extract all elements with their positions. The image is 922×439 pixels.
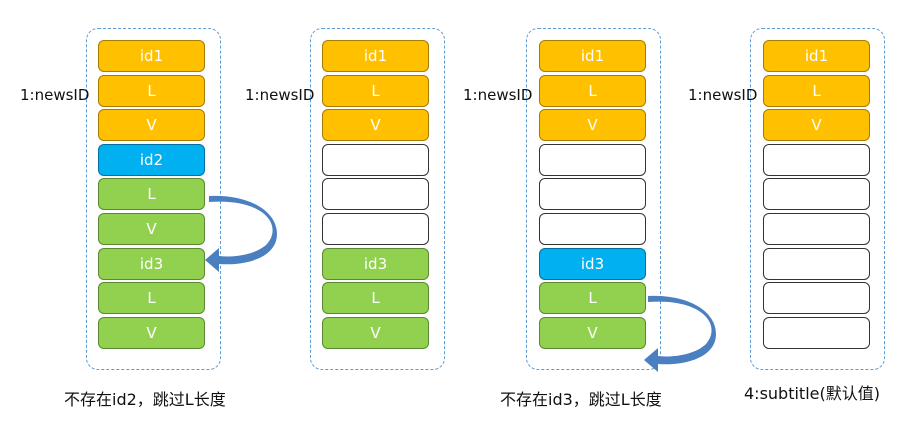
- tlv-cell: id1: [98, 40, 205, 72]
- tlv-cell: L: [98, 178, 205, 211]
- caption-col-3: 不存在id3，跳过L长度: [500, 390, 662, 409]
- tlv-cell: [322, 213, 429, 245]
- tlv-cell: V: [322, 109, 429, 142]
- skip-arrow-2-shape: [644, 295, 716, 372]
- tlv-cell: id3: [322, 247, 429, 280]
- side-label-col-1: 1:newsID: [20, 86, 90, 104]
- side-label-col-4: 1:newsID: [688, 86, 758, 104]
- tlv-cell: L: [763, 74, 870, 107]
- side-label-col-2: 1:newsID: [245, 86, 315, 104]
- tlv-cell: [763, 178, 870, 211]
- tlv-cell: V: [539, 109, 646, 142]
- tlv-cell: [763, 143, 870, 176]
- side-label-col-3: 1:newsID: [463, 86, 533, 104]
- tlv-cell: id1: [322, 40, 429, 72]
- tlv-cell: V: [98, 316, 205, 349]
- tlv-cell: V: [98, 109, 205, 142]
- tlv-cell: L: [98, 74, 205, 107]
- tlv-column-2: [310, 28, 445, 370]
- tlv-cell: L: [322, 74, 429, 107]
- tlv-cell: id3: [98, 247, 205, 280]
- skip-arrow-2: [644, 295, 716, 372]
- tlv-cell: L: [322, 282, 429, 315]
- tlv-cell: L: [539, 74, 646, 107]
- tlv-cell: id3: [539, 247, 646, 280]
- caption-col-1: 不存在id2，跳过L长度: [64, 390, 226, 409]
- tlv-column-3: [526, 28, 661, 370]
- tlv-cell: [763, 213, 870, 245]
- tlv-cell: id1: [539, 40, 646, 72]
- tlv-cell: L: [98, 282, 205, 315]
- caption-col-4: 4:subtitle(默认值): [744, 384, 880, 403]
- tlv-cell: V: [763, 109, 870, 142]
- tlv-cell: [539, 213, 646, 245]
- tlv-column-4: [750, 28, 885, 370]
- tlv-cell: [763, 282, 870, 315]
- tlv-cell: [539, 143, 646, 176]
- tlv-cell: id2: [98, 143, 205, 176]
- skip-arrow-1: [205, 195, 277, 272]
- tlv-cell: id1: [763, 40, 870, 72]
- tlv-cell: [322, 178, 429, 211]
- tlv-cell: L: [539, 282, 646, 315]
- tlv-cell: V: [98, 213, 205, 245]
- tlv-cell: [763, 247, 870, 280]
- tlv-cell: [539, 178, 646, 211]
- tlv-cell: V: [322, 316, 429, 349]
- tlv-cell: V: [539, 316, 646, 349]
- skip-arrow-1-shape: [205, 195, 277, 272]
- tlv-cell: [763, 316, 870, 349]
- tlv-cell: [322, 143, 429, 176]
